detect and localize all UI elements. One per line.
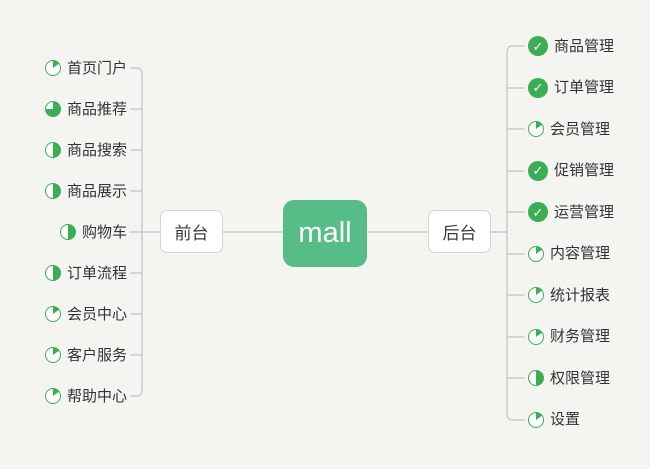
mindmap-topic[interactable]: 财务管理 — [528, 326, 610, 348]
topic-label: 内容管理 — [550, 245, 611, 262]
pie-progress-icon — [44, 265, 61, 281]
topic-label: 运营管理 — [554, 203, 615, 221]
back-branch-node[interactable]: 后台 — [428, 210, 491, 253]
topic-label: 商品管理 — [554, 37, 615, 55]
pie-progress-icon — [44, 101, 61, 117]
pie-progress-icon — [59, 224, 76, 240]
mindmap-topic[interactable]: 内容管理 — [528, 243, 610, 265]
check-icon: ✓ — [528, 202, 548, 222]
mindmap-topic[interactable]: 设置 — [528, 409, 580, 431]
front-branch-node[interactable]: 前台 — [160, 210, 223, 253]
check-icon: ✓ — [528, 160, 548, 181]
pie-progress-icon — [528, 121, 544, 137]
check-icon: ✓ — [528, 77, 548, 98]
topic-label: 促销管理 — [554, 162, 615, 179]
topic-label: 统计报表 — [550, 286, 611, 304]
topic-label: 首页门户 — [66, 59, 127, 77]
mindmap-topic[interactable]: 购物车 — [59, 221, 127, 243]
pie-progress-icon — [528, 287, 544, 303]
pie-progress-icon — [44, 142, 61, 158]
mindmap-topic[interactable]: 会员管理 — [528, 118, 610, 140]
topic-label: 设置 — [550, 411, 581, 428]
topic-label: 财务管理 — [550, 328, 611, 345]
check-icon: ✓ — [528, 36, 548, 56]
topic-label: 商品搜索 — [66, 141, 127, 159]
topic-label: 订单管理 — [554, 79, 615, 96]
mindmap-topic[interactable]: 商品搜索 — [44, 139, 127, 161]
mindmap-topic[interactable]: 首页门户 — [44, 57, 127, 79]
topic-label: 权限管理 — [550, 369, 611, 387]
back-branch-label: 后台 — [442, 224, 477, 243]
pie-progress-icon — [44, 183, 61, 199]
topic-label: 帮助中心 — [66, 387, 127, 405]
pie-progress-icon — [44, 60, 61, 76]
topic-label: 客户服务 — [66, 346, 127, 364]
pie-progress-icon — [528, 328, 544, 345]
pie-progress-icon — [44, 388, 61, 404]
mindmap-topic[interactable]: 客户服务 — [44, 344, 127, 366]
front-branch-label: 前台 — [174, 224, 209, 243]
mindmap-topic[interactable]: 会员中心 — [44, 303, 127, 325]
mindmap-topic[interactable]: 帮助中心 — [44, 385, 127, 407]
mindmap-topic[interactable]: ✓ 订单管理 — [528, 77, 614, 99]
pie-progress-icon — [528, 245, 544, 262]
topic-label: 会员管理 — [550, 120, 611, 138]
mindmap-topic[interactable]: 统计报表 — [528, 284, 610, 306]
pie-progress-icon — [44, 306, 61, 322]
mindmap-topic[interactable]: ✓ 商品管理 — [528, 35, 614, 57]
mindmap-topic[interactable]: 权限管理 — [528, 367, 610, 389]
pie-progress-icon — [528, 370, 544, 386]
topic-label: 商品展示 — [66, 182, 127, 200]
topic-label: 订单流程 — [66, 264, 127, 282]
pie-progress-icon — [44, 347, 61, 363]
topic-label: 购物车 — [81, 223, 127, 241]
mindmap-topic[interactable]: ✓ 促销管理 — [528, 160, 614, 182]
topic-label: 商品推荐 — [66, 100, 127, 118]
root-label: mall — [298, 217, 352, 249]
mindmap-topic[interactable]: 订单流程 — [44, 262, 127, 284]
mindmap-topic[interactable]: ✓ 运营管理 — [528, 201, 614, 223]
mindmap-topic[interactable]: 商品展示 — [44, 180, 127, 202]
pie-progress-icon — [528, 411, 544, 428]
topic-label: 会员中心 — [66, 305, 127, 323]
mindmap-topic[interactable]: 商品推荐 — [44, 98, 127, 120]
root-node[interactable]: mall — [283, 200, 367, 267]
